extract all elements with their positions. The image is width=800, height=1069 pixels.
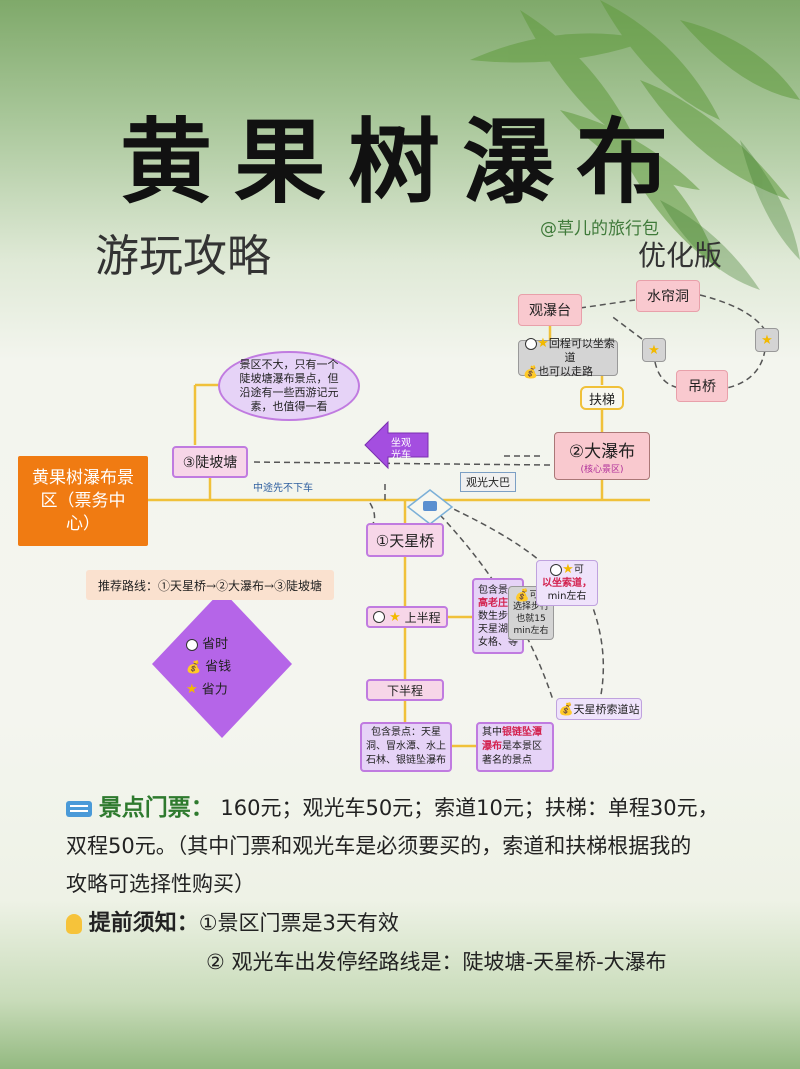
upper-half-attractions-note: 包含景 高老庄 数生步 天星湖 女格、等 <box>472 578 524 654</box>
sightseeing-bus-label: 观光大巴 <box>460 472 516 492</box>
ticket-line-1: 160元；观光车50元；索道10元；扶梯：单程30元， <box>220 796 719 820</box>
node-big-waterfall: ②大瀑布 (核心景区) <box>554 432 650 480</box>
notice-item-1: ①景区门票是3天有效 <box>198 911 399 935</box>
clock-icon <box>373 611 386 623</box>
no-stop-midway-label: 中途先不下车 <box>246 478 320 494</box>
return-route-note: ★回程可以坐索道 💰也可以走路 <box>518 337 618 379</box>
page-subtitle: 游玩攻略 <box>95 231 271 282</box>
money-bag-icon: 💰 <box>523 365 538 379</box>
ticket-info: 景点门票： 160元；观光车50元；索道10元；扶梯：单程30元， 双程50元。… <box>66 789 786 903</box>
take-bus-arrow <box>364 420 429 470</box>
star-icon: ★ <box>761 332 773 348</box>
cable-car-option-note: ★可 以坐索道， min左右 <box>536 560 598 606</box>
star-icon: ★ <box>389 609 401 625</box>
node-suspension-bridge: 吊桥 <box>676 370 728 402</box>
ticket-icon <box>66 801 92 817</box>
doupotang-note-bubble: 景区不大，只有一个陡坡塘瀑布景点，但沿途有一些西游记元素，也值得一看 <box>218 351 360 421</box>
money-bag-icon: 💰 <box>514 587 530 602</box>
page-title: 黄果树瀑布 <box>120 108 691 216</box>
legend: 省时 💰 省钱 ★ 省力 <box>186 637 232 697</box>
ticket-line-3: 攻略可选择性购买） <box>66 872 255 896</box>
lower-half-attractions-note: 包含景点：天星洞、冒水潭、水上石林、银链坠瀑布 <box>360 722 452 772</box>
author-watermark: @草儿的旅行包 <box>540 219 659 239</box>
legend-diamond <box>152 590 292 738</box>
node-upper-half: ★ 上半程 <box>366 606 448 628</box>
money-bag-icon: 💰 <box>558 702 574 716</box>
node-doupotang: ③陡坡塘 <box>172 446 248 478</box>
money-bag-icon: 💰 <box>186 660 201 674</box>
walk-option-note: 💰可以 选择步行 也就15 min左右 <box>508 586 554 640</box>
node-tianxingqiao: ①天星桥 <box>366 523 444 557</box>
star-icon: ★ <box>648 342 660 358</box>
clock-icon <box>550 563 563 576</box>
version-label: 优化版 <box>638 239 723 272</box>
star-icon: ★ <box>537 336 549 351</box>
famous-attraction-note: 其中银链坠潭瀑布是本景区著名的景点 <box>476 722 554 772</box>
lightbulb-icon <box>66 914 82 934</box>
star-icon: ★ <box>562 562 574 578</box>
node-water-curtain-cave: 水帘洞 <box>636 280 700 312</box>
clock-icon <box>186 638 198 651</box>
clock-icon <box>525 338 538 350</box>
node-entrance-ticket-center: 黄果树瀑布景区（票务中心） <box>18 456 148 546</box>
star-marker: ★ <box>642 338 666 362</box>
node-lower-half: 下半程 <box>366 679 444 701</box>
notice-info: 提前须知：①景区门票是3天有效 ② 观光车出发停经路线是：陡坡塘-天星桥-大瀑布 <box>66 904 786 981</box>
bus-stop-marker <box>406 489 454 525</box>
ticket-line-2: 双程50元。（其中门票和观光车是必须要买的，索道和扶梯根据我的 <box>66 834 692 858</box>
star-icon: ★ <box>186 681 198 697</box>
ticket-label: 景点门票： <box>98 795 214 821</box>
notice-label: 提前须知： <box>88 911 199 936</box>
take-bus-label: 坐观 光车 <box>391 438 411 461</box>
recommended-route: 推荐路线：①天星桥→②大瀑布→③陡坡塘 <box>86 570 334 600</box>
star-marker: ★ <box>755 328 779 352</box>
node-cable-car-station: 💰天星桥索道站 <box>556 698 642 720</box>
node-escalator: 扶梯 <box>580 386 624 410</box>
node-observation-deck: 观瀑台 <box>518 294 582 326</box>
notice-item-2: ② 观光车出发停经路线是：陡坡塘-天星桥-大瀑布 <box>206 950 667 974</box>
